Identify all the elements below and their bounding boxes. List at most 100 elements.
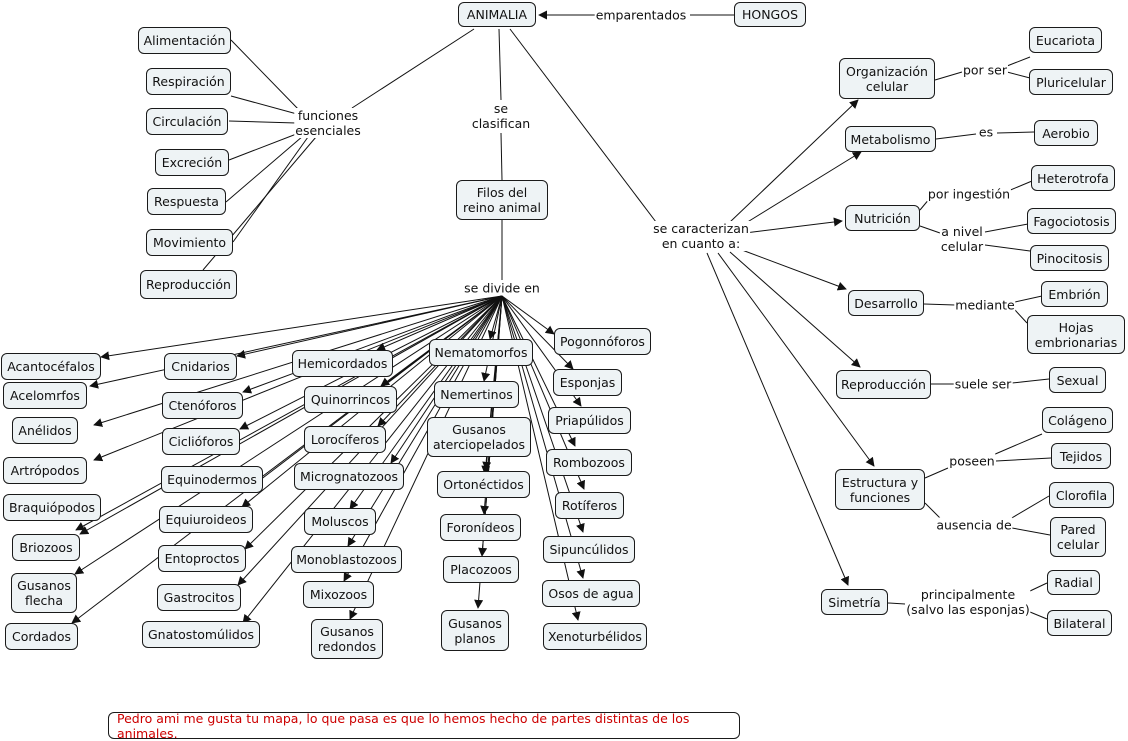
node-radial[interactable]: Radial	[1047, 570, 1100, 595]
node-reproduccion-funcion[interactable]: Reproducción	[140, 270, 237, 299]
node-equinodermos[interactable]: Equinodermos	[161, 466, 263, 493]
connector-line	[1007, 180, 1033, 192]
arrow-line	[347, 295, 503, 547]
node-embrion[interactable]: Embrión	[1041, 281, 1108, 307]
node-quinorrincos[interactable]: Quinorrincos	[304, 386, 397, 413]
node-filos-reino-animal[interactable]: Filos del reino animal	[456, 180, 548, 220]
node-priapulidos[interactable]: Priapúlidos	[548, 407, 631, 434]
node-hojas-embrionarias[interactable]: Hojas embrionarias	[1027, 315, 1125, 354]
node-osos-de-agua[interactable]: Osos de agua	[542, 580, 640, 607]
arrow-line	[744, 217, 843, 234]
node-foronideos[interactable]: Foronídeos	[440, 514, 521, 541]
node-eucariota[interactable]: Eucariota	[1029, 27, 1102, 53]
node-mixozoos[interactable]: Mixozoos	[303, 581, 374, 608]
connector-line	[924, 467, 949, 479]
node-braquiopodos[interactable]: Braquiópodos	[3, 494, 101, 521]
arrow-line	[75, 295, 503, 531]
node-excrecion[interactable]: Excreción	[155, 149, 229, 176]
node-nematomorfos[interactable]: Nematomorfos	[429, 339, 533, 366]
arrow-line	[236, 295, 503, 359]
node-ctenoforos[interactable]: Ctenóforos	[162, 392, 243, 419]
connector-line	[934, 71, 963, 81]
node-metabolismo[interactable]: Metabolismo	[845, 126, 936, 152]
node-nemertinos[interactable]: Nemertinos	[434, 381, 519, 408]
node-estructura-funciones[interactable]: Estructura y funciones	[835, 469, 925, 510]
node-circulacion[interactable]: Circulación	[146, 108, 228, 135]
node-cnidarios[interactable]: Cnidarios	[164, 353, 237, 380]
node-xenoturbelidos[interactable]: Xenoturbélidos	[543, 623, 647, 650]
connector-line	[984, 223, 1029, 233]
node-esponjas[interactable]: Esponjas	[553, 369, 622, 396]
node-acantocefalos[interactable]: Acantocéfalos	[1, 353, 101, 380]
connector-line	[1029, 582, 1048, 592]
label-ausencia-de: ausencia de	[935, 517, 1013, 533]
connector-line	[996, 131, 1035, 134]
node-desarrollo[interactable]: Desarrollo	[848, 290, 924, 316]
connector-line	[887, 602, 906, 605]
node-gusanos-aterciopelados[interactable]: Gusanos aterciopelados	[427, 417, 531, 457]
connector-line	[919, 225, 941, 234]
node-gusanos-redondos[interactable]: Gusanos redondos	[311, 619, 383, 659]
connector-line	[1014, 295, 1043, 303]
node-briozoos[interactable]: Briozoos	[12, 534, 80, 561]
node-anelidos[interactable]: Anélidos	[12, 417, 78, 444]
node-ortonectidos[interactable]: Ortonéctidos	[437, 471, 530, 498]
node-micrognatozoos[interactable]: Micrognatozoos	[294, 463, 404, 490]
node-pared-celular[interactable]: Pared celular	[1050, 517, 1106, 557]
node-tejidos[interactable]: Tejidos	[1051, 443, 1111, 469]
node-bilateral[interactable]: Bilateral	[1047, 610, 1112, 636]
node-clorofila[interactable]: Clorofila	[1049, 482, 1114, 508]
connector-line	[509, 28, 657, 223]
node-sipunculidos[interactable]: Sipuncúlidos	[543, 536, 635, 563]
node-monoblastozoos[interactable]: Monoblastozoos	[291, 546, 402, 573]
arrow-line	[89, 295, 503, 389]
connector-line	[225, 135, 304, 203]
node-moluscos[interactable]: Moluscos	[304, 508, 376, 535]
node-sexual[interactable]: Sexual	[1049, 367, 1106, 393]
label-se-divide-en: se divide en	[463, 280, 541, 296]
arrow-line	[740, 151, 862, 227]
label-suele-ser: suele ser	[953, 376, 1013, 392]
node-pogonnoforos[interactable]: Pogonnóforos	[554, 328, 651, 355]
connector-line	[228, 132, 300, 161]
node-entoproctos[interactable]: Entoproctos	[158, 545, 246, 572]
node-pinocitosis[interactable]: Pinocitosis	[1030, 245, 1109, 271]
node-loroceferos[interactable]: Lorocíferos	[304, 426, 386, 453]
node-acelomrfos[interactable]: Acelomrfos	[3, 382, 87, 409]
connector-line	[1011, 527, 1051, 536]
node-equiuroideos[interactable]: Equiuroideos	[159, 506, 253, 533]
node-nutricion[interactable]: Nutrición	[845, 205, 920, 231]
node-rotiferos[interactable]: Rotíferos	[555, 492, 624, 519]
node-cordados[interactable]: Cordados	[5, 623, 78, 650]
arrow-line	[717, 252, 875, 467]
node-heterotrofa[interactable]: Heterotrofa	[1031, 165, 1115, 191]
node-movimiento[interactable]: Movimiento	[146, 229, 233, 256]
label-mediante: mediante	[954, 297, 1016, 313]
node-respuesta[interactable]: Respuesta	[147, 188, 226, 215]
connector-line	[498, 28, 502, 101]
node-ciclioforos[interactable]: Ciclióforos	[162, 428, 240, 455]
arrow-line	[376, 295, 503, 351]
arrow-line	[706, 252, 849, 586]
node-gusanos-planos[interactable]: Gusanos planos	[441, 610, 509, 651]
node-placozoos[interactable]: Placozoos	[443, 556, 519, 583]
node-simetria[interactable]: Simetría	[821, 589, 888, 615]
node-rombozoos[interactable]: Rombozoos	[546, 449, 632, 476]
node-gusanos-flecha[interactable]: Gusanos flecha	[11, 573, 77, 613]
node-hongos[interactable]: HONGOS	[734, 2, 806, 27]
connector-line	[1011, 378, 1050, 384]
node-artropodos[interactable]: Artrópodos	[3, 457, 87, 484]
node-respiracion[interactable]: Respiración	[146, 68, 231, 95]
node-pluricelular[interactable]: Pluricelular	[1029, 69, 1113, 95]
node-animalia[interactable]: ANIMALIA	[458, 2, 536, 27]
node-hemicordados[interactable]: Hemicordados	[292, 350, 393, 377]
node-gastrocitos[interactable]: Gastrocitos	[157, 584, 241, 611]
node-alimentacion[interactable]: Alimentación	[138, 27, 231, 54]
node-aerobio[interactable]: Aerobio	[1034, 120, 1098, 146]
node-colageno[interactable]: Colágeno	[1042, 407, 1113, 433]
node-reproduccion-caracteristica[interactable]: Reproducción	[836, 370, 931, 399]
node-fagociotosis[interactable]: Fagociotosis	[1027, 208, 1116, 234]
connector-line	[1006, 56, 1031, 67]
node-gnatostomulidos[interactable]: Gnatostomúlidos	[142, 621, 260, 648]
node-organizacion-celular[interactable]: Organización celular	[839, 58, 935, 99]
